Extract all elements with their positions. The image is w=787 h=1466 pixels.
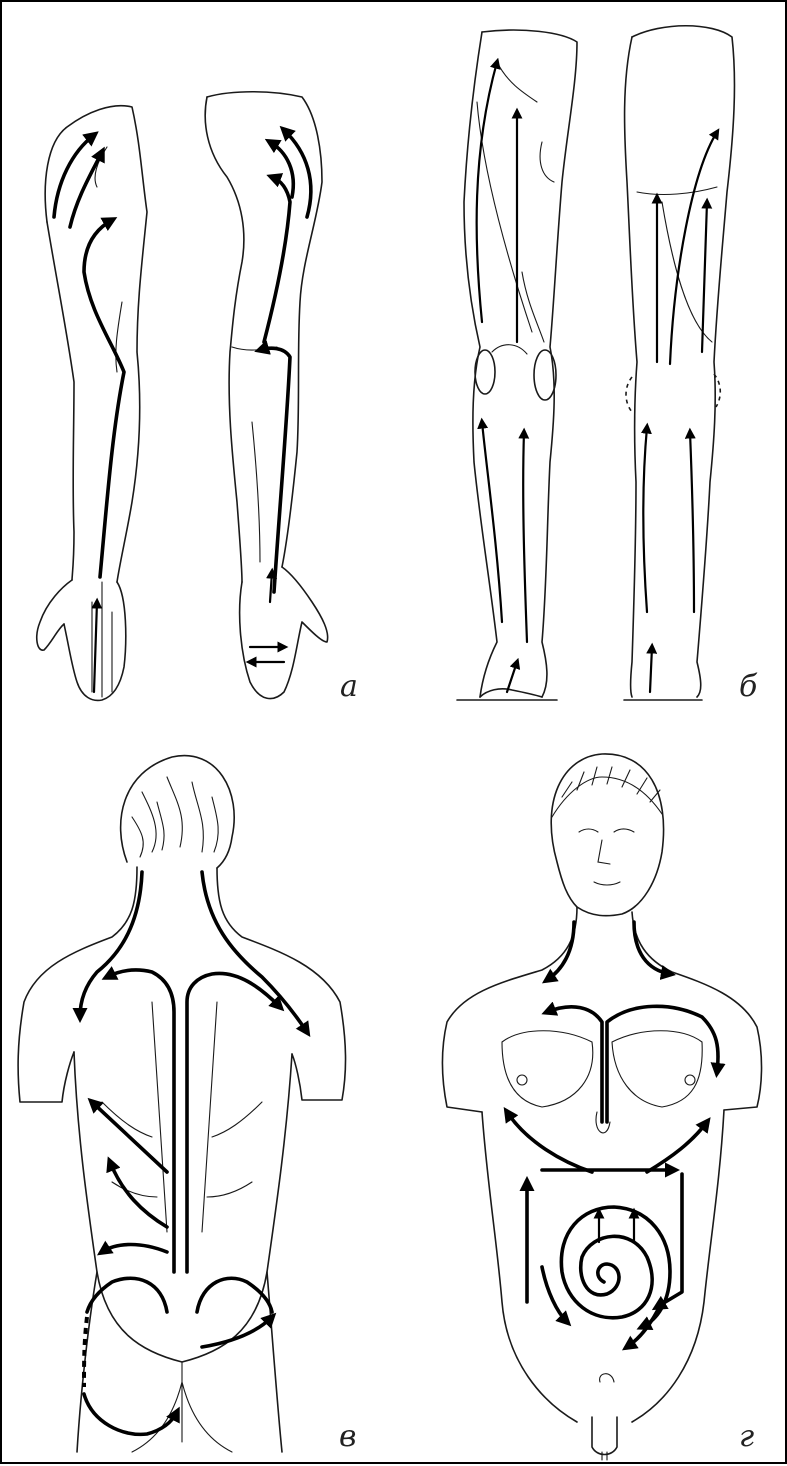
back-figure <box>18 756 345 1452</box>
panel-b-legs <box>457 26 734 700</box>
panel-v-back <box>18 756 345 1452</box>
panel-g-front <box>442 754 761 1460</box>
panel-label-a: а <box>340 672 358 702</box>
panel-a-arms <box>37 92 328 701</box>
panel-label-g: г <box>739 1422 754 1452</box>
panel-label-b: б <box>739 672 757 702</box>
panel-label-v: в <box>339 1422 356 1452</box>
arm-left-figure <box>37 106 147 701</box>
leg-back-figure <box>624 26 734 700</box>
